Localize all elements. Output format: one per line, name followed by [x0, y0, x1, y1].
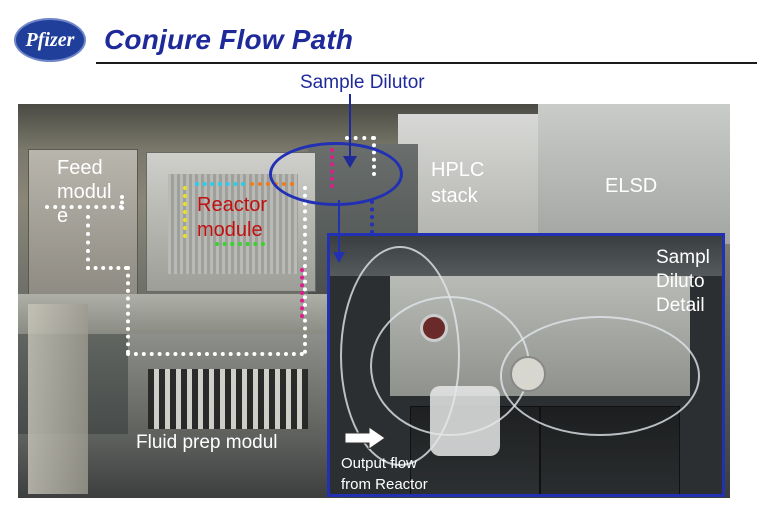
slide-title: Conjure Flow Path — [104, 24, 354, 55]
reactor-path-yellow — [183, 186, 187, 238]
fluid-prep-module-label: Fluid prep modul — [136, 432, 278, 453]
reactor-path-cyan — [195, 182, 245, 186]
title-underline — [96, 62, 757, 64]
detail-pointer-arrowhead — [333, 252, 345, 263]
detail-dial — [510, 356, 546, 392]
caption-pointer-line — [349, 94, 351, 158]
reactor-path-green — [215, 242, 265, 246]
feed-path-top — [45, 205, 123, 209]
photo-elsd-unit — [538, 104, 730, 244]
detail-valve — [420, 314, 448, 342]
sample-dilutor-detail-photo — [327, 233, 725, 497]
fluid-path-left — [126, 266, 130, 354]
feed-path-bottom — [86, 266, 128, 270]
sample-dilutor-highlight — [269, 142, 403, 206]
detail-pointer-line — [338, 200, 340, 254]
sample-dilutor-caption: Sample Dilutor — [300, 72, 425, 93]
dilutor-path-blue — [370, 200, 374, 234]
dilutor-path-magenta-bottom — [300, 268, 304, 318]
reactor-module-label: Reactor module — [197, 194, 268, 241]
feed-path-down — [86, 215, 90, 270]
dilutor-path-white-top — [345, 136, 375, 140]
caption-pointer-arrowhead — [343, 156, 357, 168]
feed-path-right — [120, 195, 124, 210]
pfizer-logo: Pfizer — [14, 18, 86, 62]
photo-bottles — [28, 304, 88, 494]
hplc-stack-label: HPLC stack — [431, 159, 485, 207]
output-flow-arrow-icon — [345, 427, 385, 449]
output-flow-label: Output flow from Reactor — [341, 455, 428, 493]
detail-tubing-3 — [340, 246, 460, 466]
feed-module-label: Feed modul e — [57, 157, 112, 227]
fluid-path-bottom — [126, 352, 304, 356]
dilutor-path-white-v — [303, 186, 307, 354]
logo-text: Pfizer — [25, 28, 75, 51]
detail-fitting — [430, 386, 500, 456]
photo-reactor-face — [168, 174, 298, 274]
elsd-label: ELSD — [605, 175, 658, 197]
sample-dilutor-detail-label: Sampl Diluto Detail — [656, 247, 710, 316]
photo-hplc-unit — [398, 114, 538, 234]
photo-vial-rack — [148, 369, 308, 429]
detail-tubing-2 — [500, 316, 700, 436]
photo-feed-unit — [28, 149, 138, 299]
